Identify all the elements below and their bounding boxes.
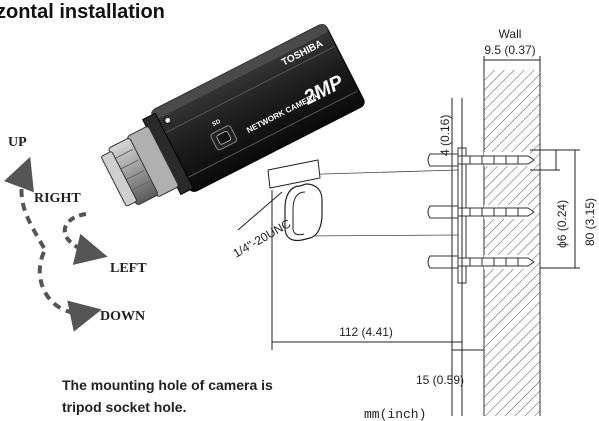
- dim-4-label: 4 (0.16): [438, 115, 452, 156]
- direction-right: RIGHT: [34, 191, 81, 206]
- dim-6-label: ϕ6 (0.24): [555, 200, 569, 248]
- note-line-1: The mounting hole of camera is: [62, 377, 273, 393]
- camera: SD NETWORK CAMERA 2MP TOSHIBA: [101, 23, 365, 207]
- page-title: zontal installation: [0, 1, 165, 23]
- note-line-2: tripod socket hole.: [62, 399, 186, 415]
- wall-thickness-label: 9.5 (0.37): [484, 43, 535, 57]
- wall-label: Wall: [499, 27, 522, 41]
- up-arrow: [4, 156, 46, 249]
- direction-down: DOWN: [100, 309, 145, 324]
- left-arrow: [62, 212, 108, 265]
- dim-15-label: 15 (0.59): [416, 373, 464, 387]
- dim-80-label: 80 (3.15): [583, 198, 597, 246]
- thread-label: 1/4"-20UNC: [231, 216, 294, 260]
- wall-section: [484, 70, 540, 416]
- screw-middle: [427, 205, 535, 219]
- direction-left: LEFT: [110, 261, 147, 276]
- units-label: mm(inch): [364, 407, 426, 421]
- dim-112-label: 112 (4.41): [339, 325, 393, 339]
- direction-up: UP: [8, 135, 27, 150]
- down-arrow: [37, 251, 102, 332]
- svg-text:SD: SD: [212, 119, 223, 128]
- screw-top: [427, 153, 535, 167]
- screw-bottom: [427, 255, 535, 269]
